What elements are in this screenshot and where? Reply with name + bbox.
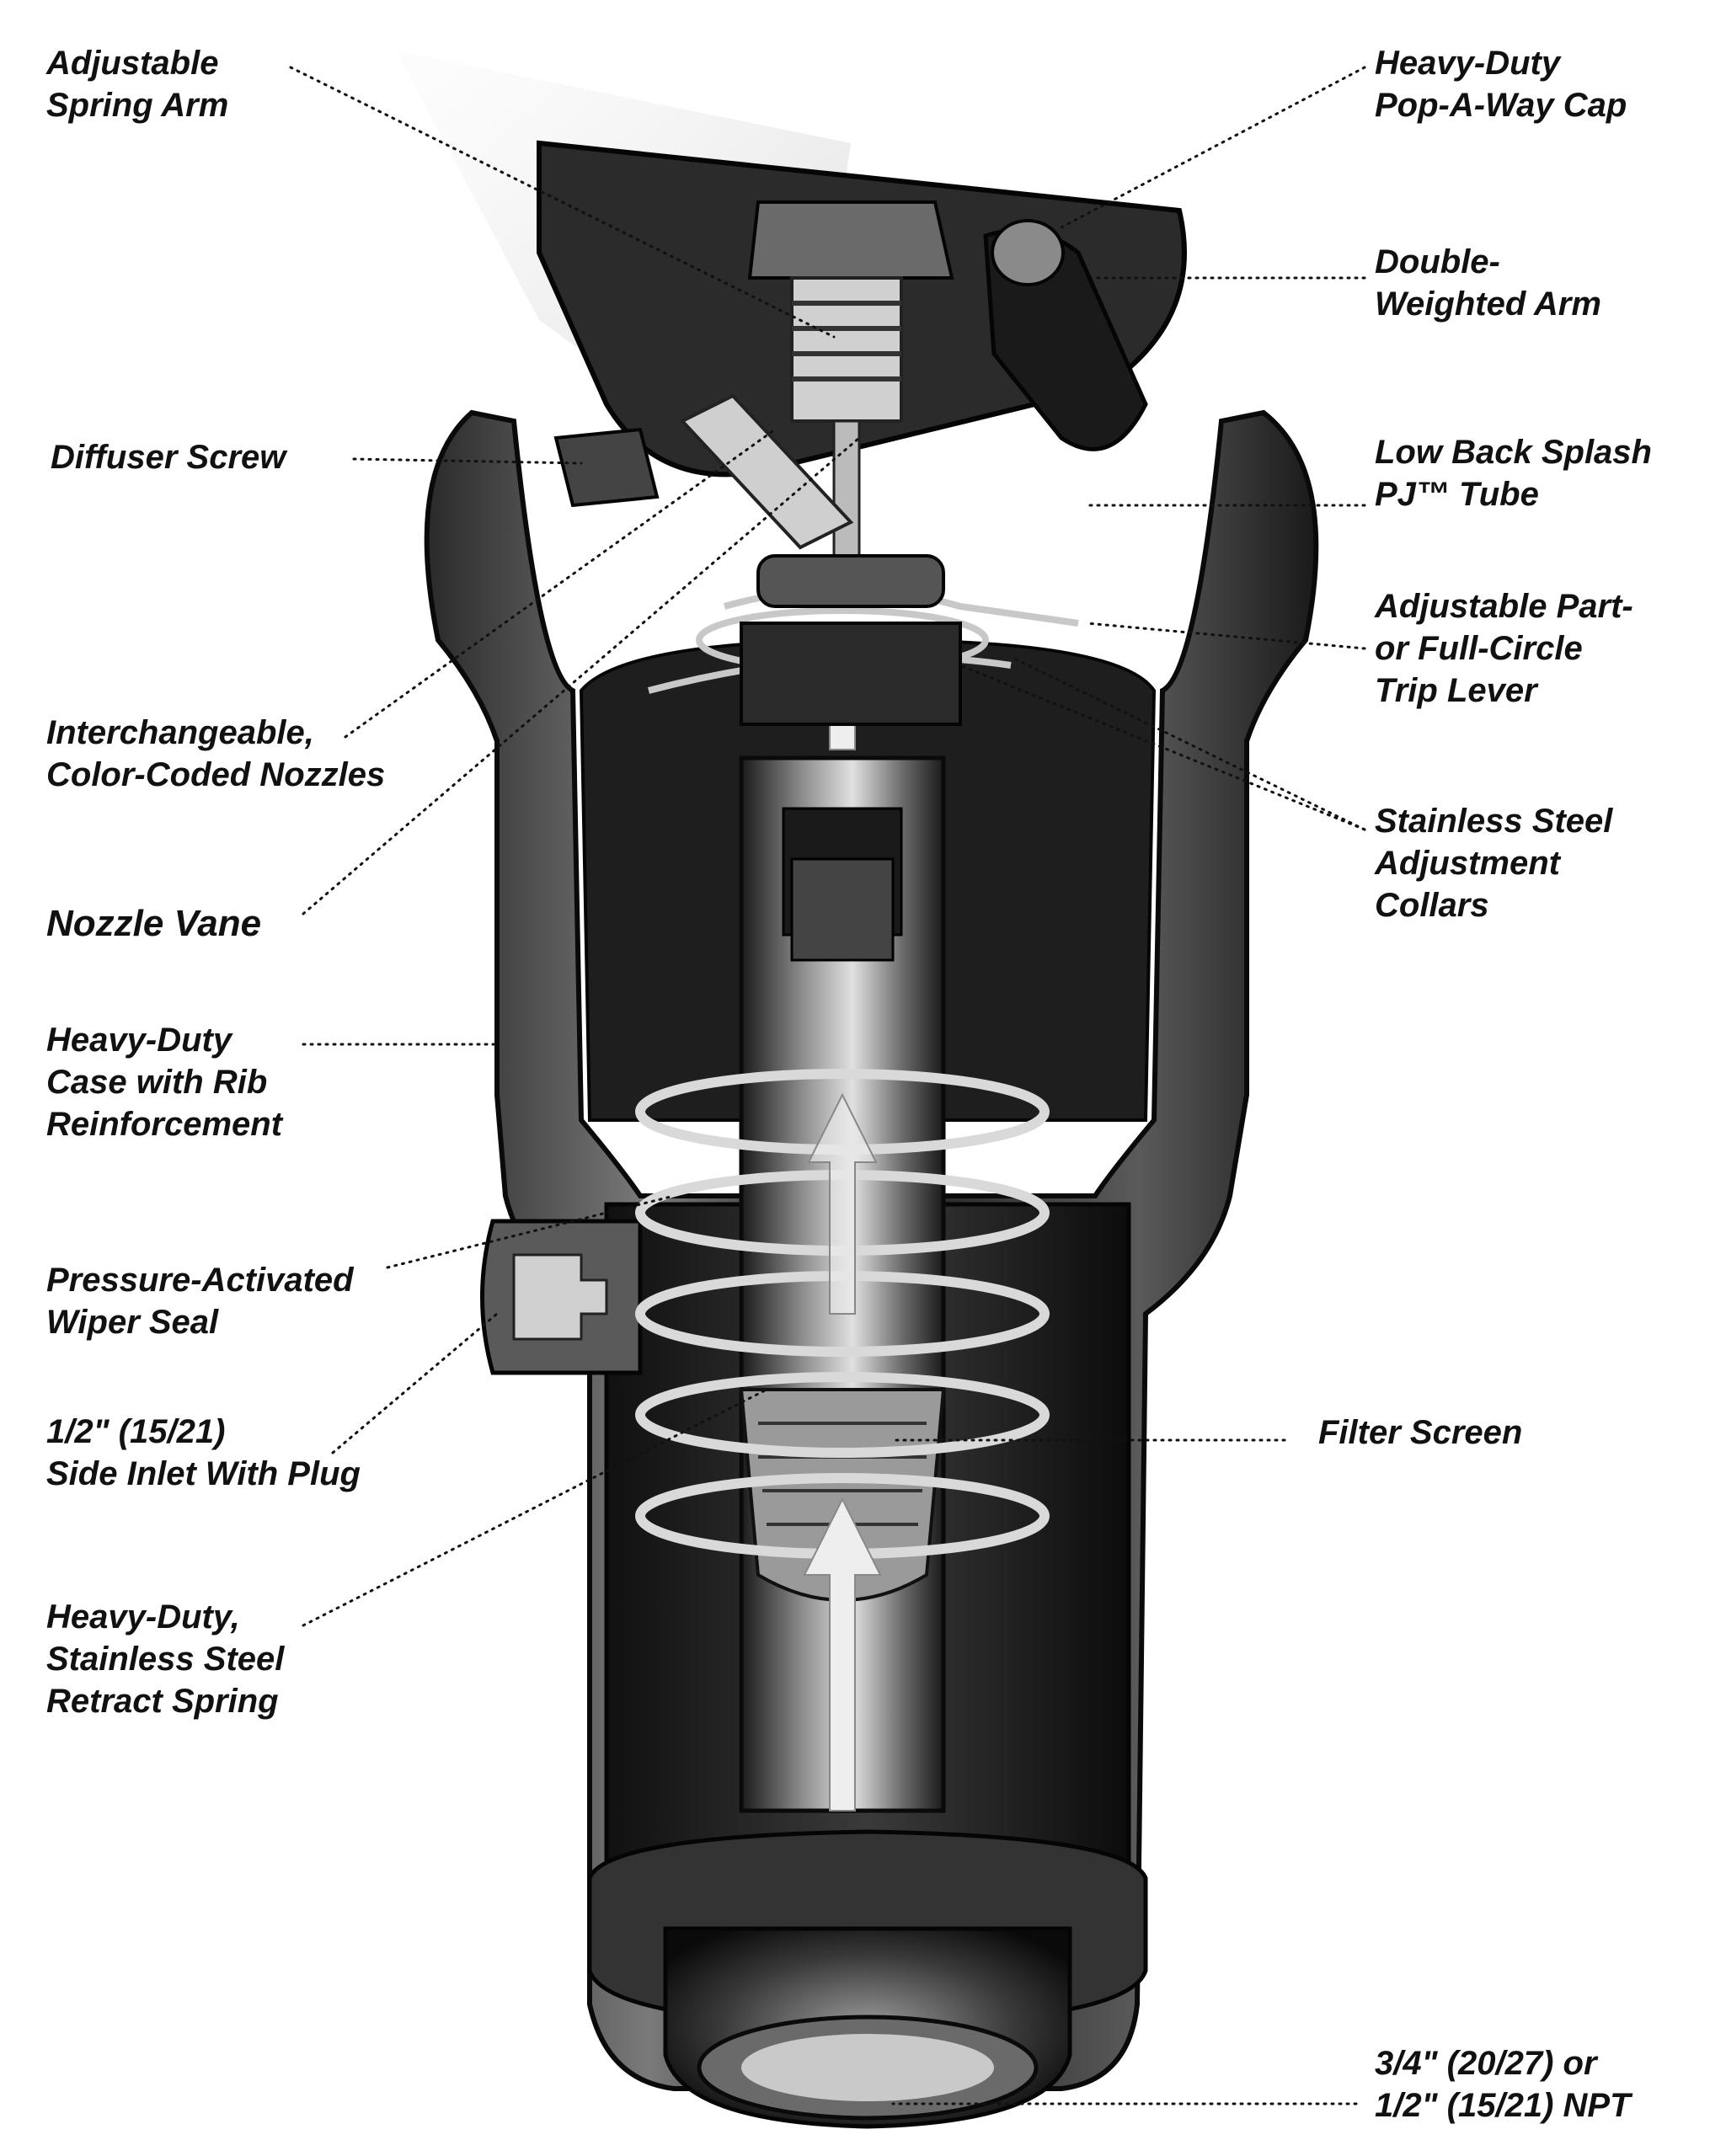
side-inlet-plug <box>480 1219 643 1375</box>
label-npt-inlet: 3/4" (20/27) or 1/2" (15/21) NPT <box>1375 2045 1631 2124</box>
label-retract-spring: Heavy-Duty, Stainless Steel Retract Spri… <box>46 1598 285 1720</box>
label-pj-tube: Low Back Splash PJ™ Tube <box>1375 434 1652 513</box>
label-trip-lever: Adjustable Part- or Full-Circle Trip Lev… <box>1375 588 1633 709</box>
sprinkler-head <box>537 140 1187 726</box>
label-diffuser-screw: Diffuser Screw <box>51 439 286 476</box>
label-adjustment-collars: Stainless Steel Adjustment Collars <box>1375 803 1613 924</box>
label-case-rib-reinforcement: Heavy-Duty Case with Rib Reinforcement <box>46 1022 283 1143</box>
label-side-inlet: 1/2" (15/21) Side Inlet With Plug <box>46 1413 361 1492</box>
case-body <box>424 409 1319 2129</box>
label-popaway-cap: Heavy-Duty Pop-A-Way Cap <box>1375 45 1627 124</box>
label-filter-screen: Filter Screen <box>1318 1414 1523 1451</box>
label-wiper-seal: Pressure-Activated Wiper Seal <box>46 1262 354 1341</box>
label-interchangeable-nozzles: Interchangeable, Color-Coded Nozzles <box>46 714 386 793</box>
label-adjustable-spring-arm: Adjustable Spring Arm <box>46 45 229 124</box>
leader-lines <box>289 66 1366 2105</box>
label-nozzle-vane: Nozzle Vane <box>46 903 262 944</box>
label-double-weighted-arm: Double- Weighted Arm <box>1375 243 1601 323</box>
